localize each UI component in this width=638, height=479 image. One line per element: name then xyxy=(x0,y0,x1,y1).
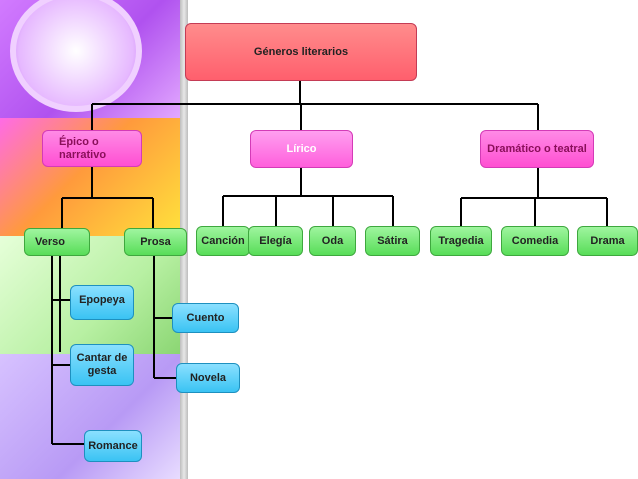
verso-node: Verso xyxy=(24,228,90,256)
comedia-node: Comedia xyxy=(501,226,569,256)
novela-node: Novela xyxy=(176,363,240,393)
cantar-de-gesta-node: Cantar de gesta xyxy=(70,344,134,386)
clock-icon xyxy=(10,0,142,112)
cuento-node: Cuento xyxy=(172,303,239,333)
genre-epico-node: Épico o narrativo xyxy=(42,130,142,167)
genre-dramatico-node: Dramático o teatral xyxy=(480,130,594,168)
epopeya-node: Epopeya xyxy=(70,285,134,320)
oda-node: Oda xyxy=(309,226,356,256)
elegia-node: Elegía xyxy=(248,226,303,256)
root-node: Géneros literarios xyxy=(185,23,417,81)
purple-clock-photo xyxy=(0,0,180,118)
prosa-node: Prosa xyxy=(124,228,187,256)
romance-node: Romance xyxy=(84,430,142,462)
tragedia-node: Tragedia xyxy=(430,226,492,256)
drama-node: Drama xyxy=(577,226,638,256)
genre-lirico-node: Lírico xyxy=(250,130,353,168)
satira-node: Sátira xyxy=(365,226,420,256)
cancion-node: Canción xyxy=(196,226,250,256)
